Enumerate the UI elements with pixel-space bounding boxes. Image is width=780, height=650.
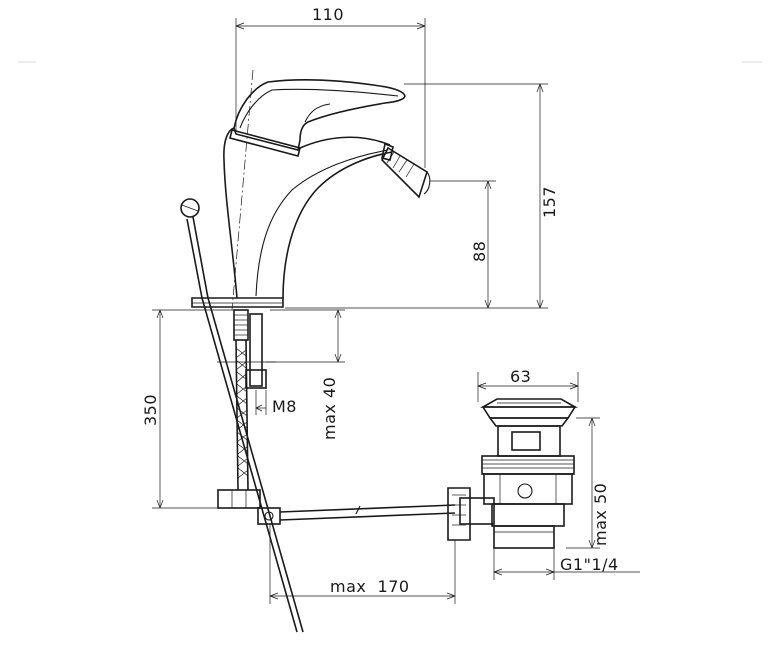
- dim-waste-width: 63: [510, 367, 531, 386]
- dim-spout-height: 88: [470, 241, 489, 262]
- dim-thread: M8: [272, 397, 297, 416]
- dim-waste-height: max 50: [591, 483, 610, 546]
- dim-max-shank: max 40: [320, 377, 339, 440]
- faucet-body: [180, 69, 431, 311]
- under-counter-assembly: [201, 297, 456, 633]
- pop-up-waste: [447, 398, 579, 549]
- dimension-lines: [152, 18, 640, 604]
- dim-waste-thread: G1"1/4: [560, 555, 619, 574]
- dim-height-total: 157: [540, 186, 559, 218]
- dim-width-top: 110: [312, 5, 344, 24]
- dim-rod-length: max 170: [330, 577, 410, 596]
- dimension-labels: 110 157 88 350 max 40 M8 63 max 50 G1"1/…: [141, 5, 619, 596]
- dim-hose-length: 350: [141, 394, 160, 426]
